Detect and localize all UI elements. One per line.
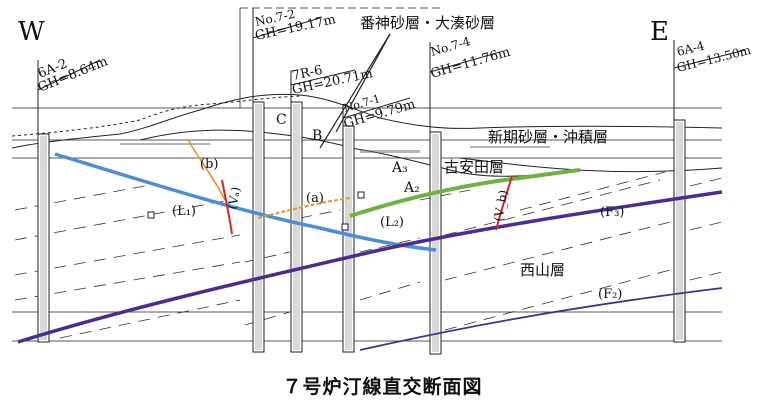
fault-label-b: (b) bbox=[200, 157, 218, 172]
borehole-No7-4 bbox=[429, 42, 501, 355]
line-b bbox=[187, 139, 226, 201]
fault-label-F3: (F₃) bbox=[600, 205, 624, 220]
line-Va bbox=[221, 179, 233, 235]
fault-label-L2: (L₂) bbox=[380, 215, 404, 230]
fault-label-Va: (Vₐ) bbox=[225, 186, 243, 211]
unit-label-A2: A₂ bbox=[403, 180, 420, 196]
layer-label-nishiyama: 西山層 bbox=[520, 261, 565, 279]
section-frame bbox=[12, 7, 722, 342]
west-label: W bbox=[18, 17, 45, 47]
unit-label-A3: A₃ bbox=[391, 160, 408, 176]
line-green bbox=[349, 168, 581, 218]
line-Vb bbox=[495, 175, 513, 231]
borehole-6A-2 bbox=[37, 59, 101, 343]
layer-label-bansin: 番神砂層・大湊砂層 bbox=[360, 14, 495, 32]
line-L1 bbox=[54, 152, 437, 252]
line-a bbox=[257, 197, 351, 219]
borehole-No7-1 bbox=[342, 97, 411, 353]
fault-label-L1: (L₁) bbox=[172, 204, 196, 219]
unit-label-C: C bbox=[276, 112, 287, 128]
borehole-6A-4 bbox=[673, 40, 746, 343]
layer-label-shinki: 新期砂層・沖積層 bbox=[488, 128, 608, 146]
borehole-name-6A-4: 6A-4 bbox=[675, 38, 706, 58]
point-markers bbox=[147, 191, 365, 231]
borehole-columns bbox=[37, 8, 746, 355]
borehole-name-No7-4: No.7-4 bbox=[429, 34, 472, 59]
callout-lines bbox=[319, 33, 391, 149]
fault-label-F2: (F₂) bbox=[598, 287, 622, 302]
key-lines bbox=[17, 139, 723, 351]
borehole-No7-2 bbox=[252, 8, 321, 353]
line-F2 bbox=[359, 287, 723, 351]
bedding-lines bbox=[14, 171, 723, 339]
east-label: E bbox=[650, 17, 669, 47]
unit-label-B: B bbox=[312, 128, 322, 144]
figure-caption: ７号炉汀線直交断面図 bbox=[282, 376, 483, 398]
fault-label-Vb: (V_b) bbox=[491, 189, 510, 223]
layer-label-yasuda: 古安田層 bbox=[444, 158, 504, 176]
borehole-name-7R-6: 7R-6 bbox=[291, 63, 324, 84]
borehole-7R-6 bbox=[290, 69, 356, 353]
line-F-lower bbox=[17, 190, 723, 344]
surface-stipple bbox=[120, 143, 550, 153]
fault-label-a: (a) bbox=[306, 191, 324, 206]
